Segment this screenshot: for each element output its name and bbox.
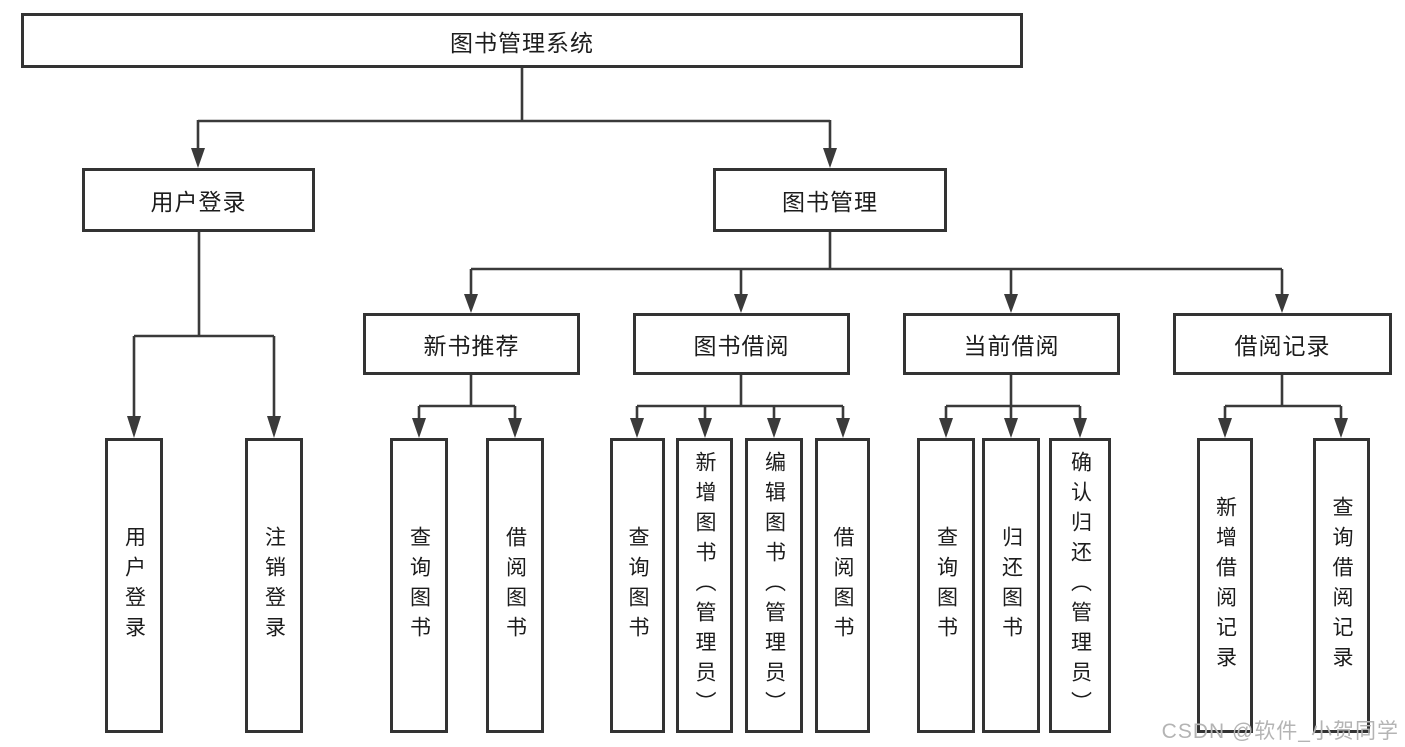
leaf-borrow-edit-book: 编辑图书（管理员） (745, 438, 803, 733)
leaf-current-return-book-label: 归还图书 (999, 525, 1023, 646)
csdn-watermark: CSDN @软件_小贺同学 (1161, 720, 1399, 743)
node-root: 图书管理系统 (21, 13, 1023, 68)
leaf-records-query-record-label: 查询借阅记录 (1330, 495, 1353, 676)
node-book-management-label: 图书管理 (782, 189, 878, 215)
leaf-user-login: 用户登录 (105, 438, 163, 733)
leaf-borrow-borrow-book: 借阅图书 (815, 438, 870, 733)
leaf-borrow-query-book: 查询图书 (610, 438, 665, 733)
leaf-current-confirm-return: 确认归还（管理员） (1049, 438, 1111, 733)
leaf-current-return-book: 归还图书 (982, 438, 1040, 733)
node-current-borrow: 当前借阅 (903, 313, 1120, 375)
leaf-recommend-query-book: 查询图书 (390, 438, 448, 733)
node-book-management: 图书管理 (713, 168, 947, 232)
node-root-label: 图书管理系统 (450, 29, 594, 56)
leaf-borrow-query-book-label: 查询图书 (626, 525, 649, 646)
leaf-borrow-borrow-book-label: 借阅图书 (831, 525, 854, 646)
leaf-recommend-query-book-label: 查询图书 (407, 525, 431, 646)
leaf-recommend-borrow-book: 借阅图书 (486, 438, 544, 733)
node-borrow-records: 借阅记录 (1173, 313, 1392, 375)
leaf-records-add-record: 新增借阅记录 (1197, 438, 1253, 733)
leaf-logout: 注销登录 (245, 438, 303, 733)
node-borrow-records-label: 借阅记录 (1234, 333, 1331, 359)
leaf-recommend-borrow-book-label: 借阅图书 (503, 525, 527, 646)
leaf-current-confirm-return-label: 确认归还（管理员） (1068, 450, 1092, 721)
leaf-borrow-add-book-label: 新增图书（管理员） (693, 450, 716, 721)
leaf-borrow-add-book: 新增图书（管理员） (676, 438, 733, 733)
node-new-book-recommend-label: 新书推荐 (423, 333, 520, 359)
node-current-borrow-label: 当前借阅 (963, 333, 1060, 359)
node-book-borrow-label: 图书借阅 (693, 333, 790, 359)
leaf-records-add-record-label: 新增借阅记录 (1213, 495, 1237, 676)
node-new-book-recommend: 新书推荐 (363, 313, 580, 375)
leaf-current-query-book: 查询图书 (917, 438, 975, 733)
node-book-borrow: 图书借阅 (633, 313, 850, 375)
leaf-logout-label: 注销登录 (262, 525, 286, 646)
leaf-records-query-record: 查询借阅记录 (1313, 438, 1370, 733)
node-user-login-label: 用户登录 (150, 189, 247, 215)
node-user-login: 用户登录 (82, 168, 315, 232)
leaf-user-login-label: 用户登录 (122, 525, 146, 646)
leaf-current-query-book-label: 查询图书 (934, 525, 958, 646)
leaf-borrow-edit-book-label: 编辑图书（管理员） (762, 450, 786, 721)
